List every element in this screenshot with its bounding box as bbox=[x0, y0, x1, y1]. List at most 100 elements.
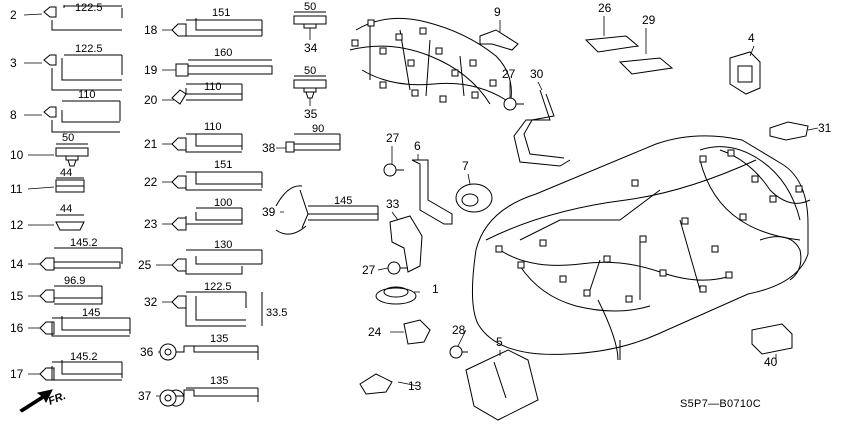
part-33 bbox=[389, 215, 423, 273]
callout-37: 37 bbox=[138, 389, 152, 403]
callout-32: 32 bbox=[144, 295, 158, 309]
dim-2: 122.5 bbox=[75, 2, 103, 14]
callout-36: 36 bbox=[140, 345, 154, 359]
callout-14: 14 bbox=[10, 257, 24, 271]
dim-14: 145.2 bbox=[70, 237, 98, 249]
clip-38 bbox=[285, 133, 341, 153]
part-27a bbox=[503, 97, 524, 111]
clip-25 bbox=[171, 249, 263, 275]
callout-20: 20 bbox=[144, 93, 158, 107]
callout-21: 21 bbox=[144, 137, 158, 151]
dim-18: 151 bbox=[212, 7, 230, 19]
body-harness bbox=[495, 149, 811, 312]
dim-8: 110 bbox=[78, 89, 96, 101]
clip-11 bbox=[55, 177, 85, 193]
part-30 bbox=[513, 89, 571, 167]
callout-39: 39 bbox=[262, 205, 276, 219]
dashboard-harness bbox=[349, 17, 512, 107]
clip-12 bbox=[55, 214, 85, 231]
callout-27-a: 27 bbox=[502, 67, 516, 81]
callout-27-b: 27 bbox=[386, 131, 400, 145]
clip-16 bbox=[39, 316, 131, 337]
clip-36 bbox=[159, 343, 259, 361]
clip-2 bbox=[43, 5, 123, 31]
callout-22: 22 bbox=[144, 175, 158, 189]
part-13 bbox=[359, 373, 393, 395]
callout-35: 35 bbox=[304, 107, 318, 121]
part-29 bbox=[618, 57, 674, 75]
callout-33: 33 bbox=[386, 197, 400, 211]
callout-1: 1 bbox=[432, 282, 439, 296]
callout-34: 34 bbox=[304, 41, 318, 55]
dim-38: 90 bbox=[312, 123, 324, 135]
part-7 bbox=[455, 183, 493, 213]
callout-8: 8 bbox=[10, 108, 17, 122]
clip-35 bbox=[293, 75, 327, 99]
clip-22 bbox=[171, 171, 263, 191]
clip-18 bbox=[171, 18, 263, 37]
callout-5: 5 bbox=[496, 335, 503, 349]
part-28 bbox=[449, 345, 468, 359]
dim-39: 145 bbox=[334, 195, 352, 207]
callout-4: 4 bbox=[748, 31, 755, 45]
dim-35: 50 bbox=[304, 65, 316, 77]
clip-34 bbox=[293, 11, 327, 29]
dim-10: 50 bbox=[62, 132, 74, 144]
clip-15 bbox=[39, 285, 103, 305]
callout-40: 40 bbox=[764, 355, 778, 369]
dim-12: 44 bbox=[60, 203, 72, 215]
callout-17: 17 bbox=[10, 367, 24, 381]
clip-32 bbox=[171, 291, 263, 327]
front-direction-arrow bbox=[19, 389, 53, 413]
dim-22: 151 bbox=[214, 159, 232, 171]
callout-3: 3 bbox=[10, 56, 17, 70]
part-6 bbox=[411, 159, 453, 225]
clip-19 bbox=[175, 59, 273, 77]
part-26 bbox=[584, 35, 640, 53]
dim-25: 130 bbox=[214, 239, 232, 251]
callout-12: 12 bbox=[10, 218, 24, 232]
clip-10 bbox=[55, 143, 89, 167]
dim-32-height: 33.5 bbox=[266, 307, 287, 319]
callout-31: 31 bbox=[818, 121, 832, 135]
clip-23 bbox=[171, 207, 243, 231]
part-5 bbox=[465, 349, 539, 421]
callout-6: 6 bbox=[414, 139, 421, 153]
clip-14 bbox=[39, 247, 123, 271]
callout-11: 11 bbox=[10, 182, 23, 196]
callout-16: 16 bbox=[10, 321, 24, 335]
dim-23: 100 bbox=[214, 197, 232, 209]
clip-20 bbox=[171, 83, 243, 105]
callout-18: 18 bbox=[144, 23, 158, 37]
dim-19: 160 bbox=[214, 47, 232, 59]
callout-30: 30 bbox=[530, 67, 544, 81]
clip-3 bbox=[43, 54, 123, 91]
callout-24: 24 bbox=[368, 325, 382, 339]
callout-7: 7 bbox=[462, 159, 469, 173]
callout-19: 19 bbox=[144, 63, 158, 77]
clip-39 bbox=[275, 185, 379, 235]
part-1 bbox=[375, 286, 417, 305]
dim-11: 44 bbox=[60, 167, 72, 179]
callout-28: 28 bbox=[452, 323, 466, 337]
part-code: S5P7—B0710C bbox=[680, 398, 761, 410]
callout-13: 13 bbox=[408, 379, 422, 393]
dim-21: 110 bbox=[204, 121, 222, 133]
car-body bbox=[471, 135, 809, 361]
clip-21 bbox=[171, 133, 243, 153]
part-40 bbox=[751, 323, 793, 355]
dim-16: 145 bbox=[82, 307, 100, 319]
part-27c bbox=[387, 261, 408, 275]
dim-15: 96.9 bbox=[64, 275, 85, 287]
dim-32: 122.5 bbox=[204, 281, 232, 293]
dim-36: 135 bbox=[210, 333, 228, 345]
part-4 bbox=[729, 51, 761, 95]
dim-37: 135 bbox=[210, 375, 228, 387]
clip-37 bbox=[159, 387, 259, 407]
callout-9: 9 bbox=[494, 5, 501, 19]
dim-20: 110 bbox=[204, 81, 222, 93]
dim-34: 50 bbox=[304, 1, 316, 13]
part-31 bbox=[769, 121, 809, 141]
dim-17: 145.2 bbox=[70, 351, 98, 363]
